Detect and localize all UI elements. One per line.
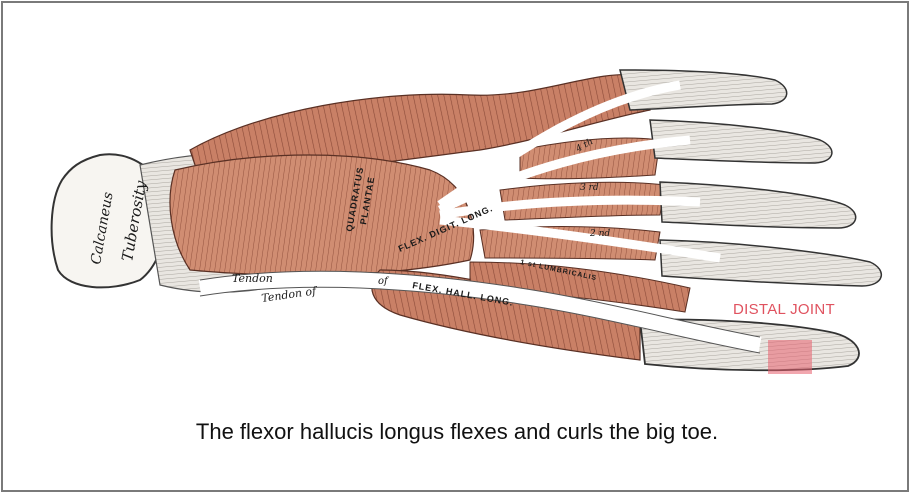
figure-caption: The flexor hallucis longus flexes and cu… (0, 419, 914, 445)
quadratus-plantae-muscle (170, 155, 474, 275)
distal-joint-highlight (768, 340, 812, 374)
distal-joint-label: DISTAL JOINT (733, 301, 835, 318)
label-tendon: Tendon (232, 272, 273, 285)
toe-2 (660, 240, 881, 286)
label-2nd: 2 nd (589, 229, 610, 239)
label-3rd: 3 rd (580, 183, 599, 193)
